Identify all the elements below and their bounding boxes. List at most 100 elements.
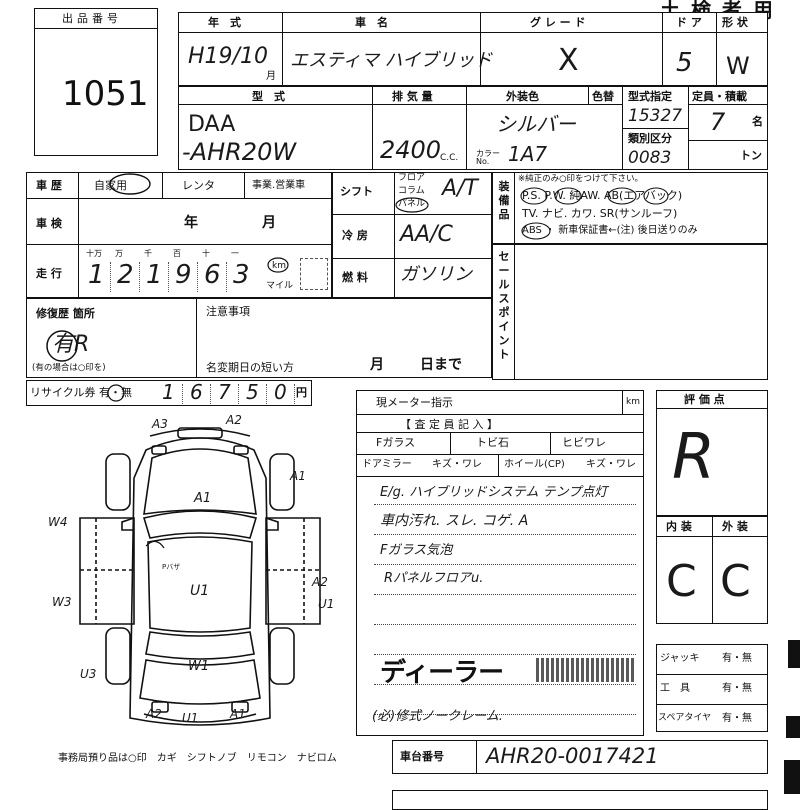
meter-line4 xyxy=(356,476,644,477)
history-label-col xyxy=(78,172,79,298)
meter-note-1: E/g. ハイブリッドシステム テンプ点灯 xyxy=(380,485,608,500)
inspection-year: 年 xyxy=(184,215,198,231)
recycle-digit: 6 xyxy=(190,380,203,404)
mileage-digit-sep xyxy=(110,262,111,292)
meter-sep-c xyxy=(498,454,499,476)
row2-sep4 xyxy=(688,86,689,170)
recycle-digit: 0 xyxy=(274,380,287,404)
mileage-digit: 9 xyxy=(175,260,192,290)
meter-km-sep xyxy=(622,390,623,414)
exterior-value: C xyxy=(720,556,751,607)
mileage-digit-sep xyxy=(139,262,140,292)
shape-value: W xyxy=(726,52,750,80)
equipment-box xyxy=(492,172,768,244)
diagram-footer: 事務局預り品は○印 カギ シフトノブ リモコン ナビロム xyxy=(58,753,337,764)
color-no-label: 色替 xyxy=(592,90,614,103)
grade-label: グ レ ー ド xyxy=(530,16,586,29)
equipment-line1: P.S. P.W. 純AW. AB(エアバック) xyxy=(522,189,683,202)
scan-edge-mark-2 xyxy=(786,716,800,738)
note-rule-2 xyxy=(374,534,636,535)
year-month-mark: 月 xyxy=(266,71,276,82)
recycle-circle xyxy=(107,384,125,402)
sales-point-box xyxy=(492,244,768,380)
spare-label: スペアタイヤ xyxy=(658,713,712,723)
rating-value: R xyxy=(672,420,716,493)
mile-label: マイル xyxy=(266,281,294,291)
diag-a2-top: A2 xyxy=(226,413,242,427)
rating-label: 評 価 点 xyxy=(684,393,725,406)
diag-a3-top: A3 xyxy=(152,417,168,431)
name-change-day: 日まで xyxy=(420,357,462,373)
model-value-2: -AHR20W xyxy=(182,138,297,166)
repair-sep xyxy=(196,298,197,378)
lot-number-value: 1051 xyxy=(62,74,149,114)
equipment-line3: ABS ・ 新車保証書←(注) 後日送りのみ xyxy=(522,225,698,236)
row2-capacity-line xyxy=(688,104,768,105)
mileage-digit: 1 xyxy=(88,260,105,290)
meter-sep-b xyxy=(550,432,551,454)
meter-km: km xyxy=(626,397,640,407)
row2-ton-line xyxy=(688,140,768,141)
name-change-month: 月 xyxy=(370,357,384,373)
km-label: km xyxy=(272,261,286,271)
repair-circle xyxy=(46,330,78,362)
diag-a2-bottom: A2 xyxy=(146,707,162,721)
diag-u3: U3 xyxy=(80,667,97,681)
fuel-label: 燃 料 xyxy=(342,271,368,284)
history-box xyxy=(26,172,332,298)
shift-label-col xyxy=(394,172,395,298)
diag-u1-center: U1 xyxy=(190,583,210,599)
repair-label: 修復歴 箇所 xyxy=(36,307,95,320)
meter-line2 xyxy=(356,432,644,433)
capacity-unit: 名 xyxy=(752,115,763,128)
mileage-digit-header: 万 xyxy=(115,249,123,258)
lot-number-label: 出品番号 xyxy=(62,12,122,25)
type-designation-label: 型式指定 xyxy=(628,90,672,103)
diag-a1-bottom: A1 xyxy=(230,707,246,721)
private-circle xyxy=(109,173,151,195)
hibi-ware-label: ヒビワレ xyxy=(562,436,606,449)
shift-value: A/T xyxy=(442,176,478,201)
diag-a2-right: A2 xyxy=(312,575,328,589)
meter-note-4: Rパネルフロアu. xyxy=(384,571,484,586)
shift-floor: フロア xyxy=(398,173,426,183)
exterior-label: 外 装 xyxy=(722,520,748,533)
shift-box xyxy=(332,172,492,298)
shift-panel: パネル xyxy=(398,199,426,209)
repair-value: 有R xyxy=(52,332,90,357)
interior-label: 内 装 xyxy=(666,520,692,533)
recycle-digit-sep xyxy=(266,384,267,404)
inspection-month: 月 xyxy=(262,215,276,231)
ton-unit: トン xyxy=(740,149,762,162)
mileage-label: 走 行 xyxy=(36,267,62,280)
dealer-stamp: ディーラー xyxy=(380,658,504,688)
row2-sep1 xyxy=(372,86,373,170)
color-code-label: カラー No. xyxy=(476,149,500,166)
chassis-sep xyxy=(476,740,477,774)
mileage-digit-sep xyxy=(168,262,169,292)
equipment-note: ※純正のみ○印をつけて下さい。 xyxy=(518,174,644,184)
chassis-value: AHR20-0017421 xyxy=(486,744,659,768)
note-rule-3 xyxy=(374,564,636,565)
recycle-digit: 1 xyxy=(162,380,175,404)
year-value: H19/10 xyxy=(188,44,268,69)
interior-value: C xyxy=(666,556,697,607)
meter-label: 現メーター指示 xyxy=(376,396,453,409)
caution-label: 注意事項 xyxy=(206,305,250,318)
recycle-digit-sep xyxy=(182,384,183,404)
recycle-box xyxy=(26,380,312,406)
row1-header-line xyxy=(178,32,768,33)
color-code-value: 1A7 xyxy=(508,142,548,166)
equipment-label: 装備品 xyxy=(498,180,510,221)
tools-line1 xyxy=(656,674,768,675)
recycle-digit-sep xyxy=(294,384,295,404)
shift-line1 xyxy=(332,214,492,215)
history-line2 xyxy=(26,244,332,245)
repair-box xyxy=(26,298,492,378)
mileage-digit-header: 十 xyxy=(202,249,210,258)
bottom-box xyxy=(392,790,768,810)
inspector-label: 【 査 定 員 記 入 】 xyxy=(400,418,498,431)
mile-checkbox xyxy=(300,258,328,290)
ac-label: 冷 房 xyxy=(342,229,368,242)
row2-sep2 xyxy=(466,86,467,170)
